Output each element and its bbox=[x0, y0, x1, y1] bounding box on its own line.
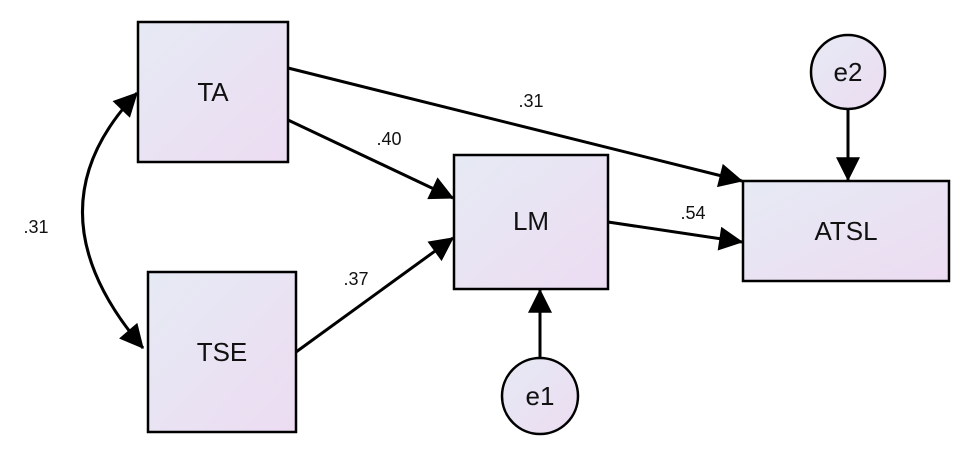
node-lm: LM bbox=[452, 153, 610, 291]
covariance-ta-tse bbox=[81, 91, 145, 349]
path-ta-to-lm bbox=[287, 118, 455, 200]
node-lm-label: LM bbox=[513, 206, 549, 236]
node-ta: TA bbox=[136, 20, 290, 164]
coef-ta-lm: .40 bbox=[376, 129, 401, 149]
node-e1-label: e1 bbox=[526, 381, 555, 411]
coef-lm-atsl: .54 bbox=[680, 203, 705, 223]
node-atsl-label: ATSL bbox=[814, 216, 877, 246]
path-lm-to-atsl bbox=[607, 220, 744, 251]
node-e1: e1 bbox=[500, 356, 580, 436]
node-tse: TSE bbox=[146, 270, 298, 434]
node-ta-label: TA bbox=[197, 77, 229, 107]
node-tse-label: TSE bbox=[197, 337, 248, 367]
coef-tse-lm: .37 bbox=[343, 269, 368, 289]
coef-ta-tse-cov: .31 bbox=[23, 217, 48, 237]
path-ta-to-atsl bbox=[287, 66, 744, 188]
node-e2: e2 bbox=[809, 33, 887, 111]
path-tse-to-lm bbox=[295, 236, 454, 354]
coef-ta-atsl: .31 bbox=[518, 91, 543, 111]
node-e2-label: e2 bbox=[834, 57, 863, 87]
node-atsl: ATSL bbox=[741, 179, 951, 283]
